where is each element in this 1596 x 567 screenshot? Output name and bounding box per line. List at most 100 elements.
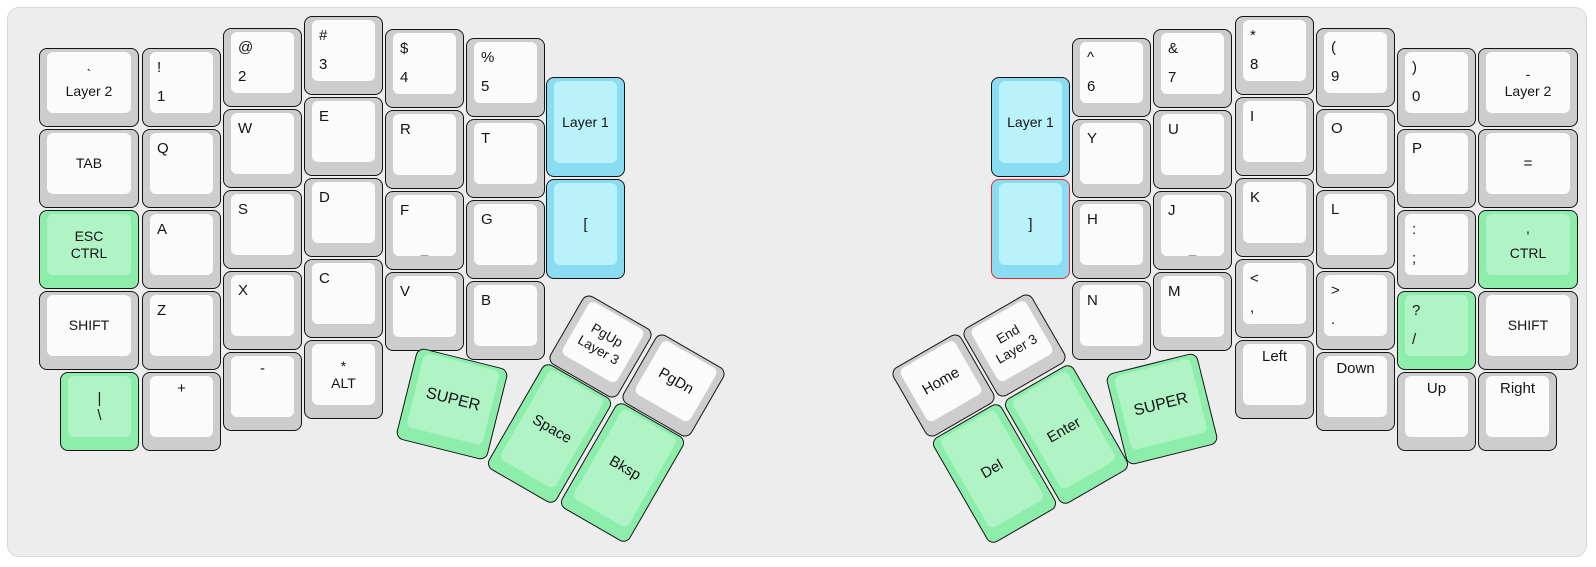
legend-line: ] — [1028, 215, 1033, 233]
key-x[interactable]: X — [223, 271, 302, 350]
legend-line: & — [1168, 40, 1179, 57]
key-o[interactable]: O — [1316, 109, 1395, 188]
keycap-top: *ALT — [312, 344, 375, 405]
key-6[interactable]: ^6 — [1072, 38, 1151, 117]
keycap-top: %5 — [474, 42, 537, 103]
keycap-top: F_ — [393, 195, 456, 256]
keycap-top: >. — [1324, 275, 1387, 336]
key-minus-left[interactable]: - — [223, 352, 302, 431]
key-bracket-open[interactable]: [ — [546, 179, 625, 279]
key-shift-right[interactable]: SHIFT — [1478, 291, 1578, 370]
key-z[interactable]: Z — [142, 291, 221, 370]
key-w[interactable]: W — [223, 109, 302, 188]
key-p[interactable]: P — [1397, 129, 1476, 208]
keycap-legend: ^6 — [1080, 42, 1143, 103]
key-1[interactable]: !1 — [142, 48, 221, 127]
key-c[interactable]: C — [304, 259, 383, 338]
keycap-top: <, — [1243, 263, 1306, 324]
legend-line: \ — [97, 406, 102, 424]
key-layer1-left[interactable]: Layer 1 — [546, 77, 625, 177]
legend-line: $ — [400, 40, 409, 57]
key-d[interactable]: D — [304, 178, 383, 257]
legend-line: Left — [1261, 348, 1288, 365]
key-tab[interactable]: TAB — [39, 129, 139, 208]
keycap-top: N — [1080, 285, 1143, 346]
key-pipe-backslash[interactable]: |\ — [60, 372, 139, 451]
key-0[interactable]: )0 — [1397, 48, 1476, 127]
key-period[interactable]: >. — [1316, 271, 1395, 350]
keycap-top: C — [312, 263, 375, 324]
key-g[interactable]: G — [466, 200, 545, 279]
key-bracket-close[interactable]: ] — [991, 179, 1070, 279]
key-quote-ctrl[interactable]: 'CTRL — [1478, 210, 1578, 289]
key-question-slash[interactable]: ?/ — [1397, 291, 1476, 370]
key-u[interactable]: U — [1153, 110, 1232, 189]
keycap-top: + — [150, 376, 213, 437]
key-3[interactable]: #3 — [304, 16, 383, 95]
legend-line: B — [481, 292, 492, 309]
key-8[interactable]: *8 — [1235, 16, 1314, 95]
keycap-legend: Q — [150, 133, 213, 194]
key-h[interactable]: H — [1072, 200, 1151, 279]
key-4[interactable]: $4 — [385, 29, 464, 108]
key-y[interactable]: Y — [1072, 119, 1151, 198]
key-v[interactable]: V — [385, 272, 464, 351]
key-t[interactable]: T — [466, 119, 545, 198]
key-m[interactable]: M — [1153, 272, 1232, 351]
key-equals[interactable]: = — [1478, 129, 1578, 208]
keycap-legend: T — [474, 123, 537, 184]
key-n[interactable]: N — [1072, 281, 1151, 360]
key-plus[interactable]: + — [142, 372, 221, 451]
key-2[interactable]: @2 — [223, 28, 302, 107]
keycap-legend: ] — [999, 183, 1062, 265]
key-layer2-right[interactable]: -Layer 2 — [1478, 48, 1578, 127]
keycap-top: L — [1324, 194, 1387, 255]
key-7[interactable]: &7 — [1153, 29, 1232, 108]
key-a[interactable]: A — [142, 210, 221, 289]
key-b[interactable]: B — [466, 281, 545, 360]
legend-line: N — [1087, 292, 1098, 309]
keycap-top: (9 — [1324, 32, 1387, 93]
key-l[interactable]: L — [1316, 190, 1395, 269]
legend-line: P — [1412, 140, 1423, 157]
key-star-alt[interactable]: *ALT — [304, 340, 383, 419]
legend-line: M — [1168, 283, 1181, 300]
key-s[interactable]: S — [223, 190, 302, 269]
key-f[interactable]: F_ — [385, 191, 464, 270]
key-i[interactable]: I — [1235, 97, 1314, 176]
key-arrow-down[interactable]: Down — [1316, 352, 1395, 431]
legend-line: D — [319, 189, 330, 206]
legend-line: Up — [1426, 380, 1447, 397]
key-arrow-left[interactable]: Left — [1235, 340, 1314, 419]
legend-line: W — [238, 120, 253, 137]
key-arrow-right[interactable]: Right — [1478, 372, 1557, 451]
key-k[interactable]: K — [1235, 178, 1314, 257]
key-r[interactable]: R — [385, 110, 464, 189]
key-super-right[interactable]: SUPER — [1105, 352, 1219, 466]
key-shift-left[interactable]: SHIFT — [39, 291, 139, 370]
key-colon-semicolon[interactable]: :; — [1397, 210, 1476, 289]
keycap-top: SHIFT — [1486, 295, 1570, 356]
keycap-legend: P — [1405, 133, 1468, 194]
key-q[interactable]: Q — [142, 129, 221, 208]
legend-line: J — [1168, 202, 1176, 219]
key-arrow-up[interactable]: Up — [1397, 372, 1476, 451]
key-layer1-right[interactable]: Layer 1 — [991, 77, 1070, 177]
key-5[interactable]: %5 — [466, 38, 545, 117]
keycap-top: K — [1243, 182, 1306, 243]
key-layer2-left[interactable]: `Layer 2 — [39, 48, 139, 127]
legend-line: Bksp — [606, 452, 644, 484]
keycap-top: #3 — [312, 20, 375, 81]
key-comma[interactable]: <, — [1235, 259, 1314, 338]
key-super-left[interactable]: SUPER — [395, 347, 509, 461]
key-j[interactable]: J_ — [1153, 191, 1232, 270]
legend-line: * — [1250, 27, 1256, 44]
legend-line: / — [1412, 331, 1417, 348]
keycap-top: ?/ — [1405, 295, 1468, 356]
key-9[interactable]: (9 — [1316, 28, 1395, 107]
key-e[interactable]: E — [304, 97, 383, 176]
keycap-legend: W — [231, 113, 294, 174]
keycap-top: `Layer 2 — [47, 52, 131, 113]
keycap-legend: (9 — [1324, 32, 1387, 93]
